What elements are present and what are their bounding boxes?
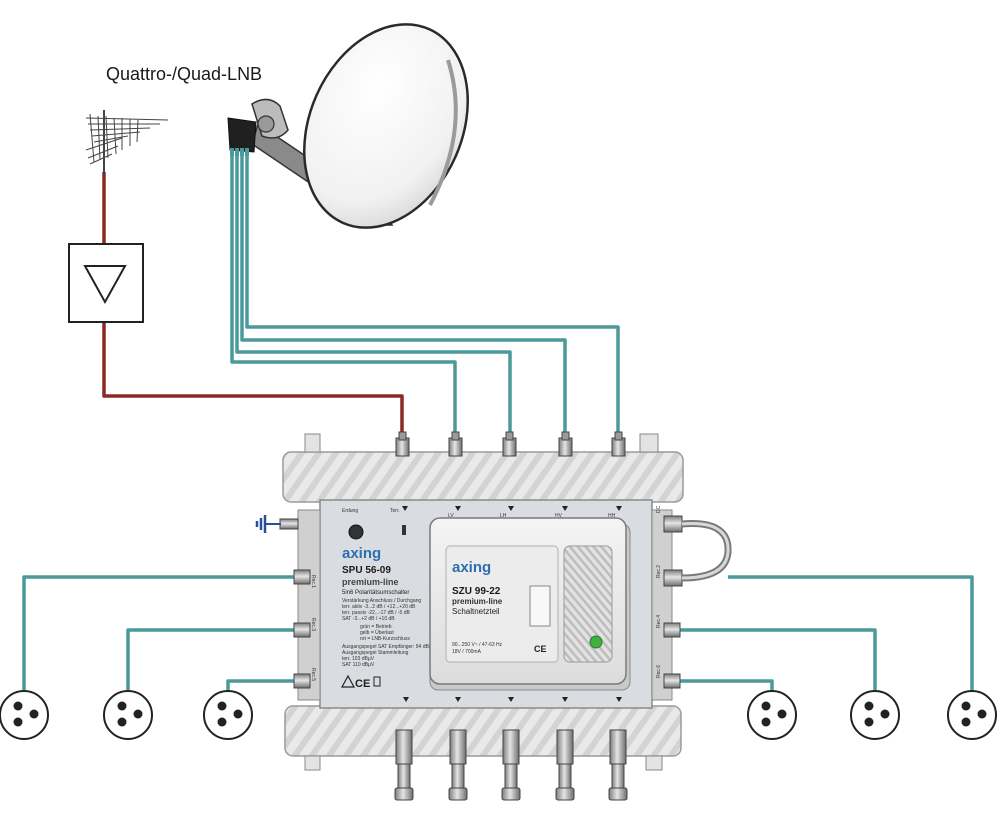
legend-line-2: rot = LNB-Kurzschluss bbox=[360, 636, 410, 642]
cable-lnb-hh bbox=[245, 152, 620, 442]
lnb-label: Quattro-/Quad-LNB bbox=[106, 64, 262, 84]
psu-ce-mark: CE bbox=[534, 644, 547, 654]
f-connector-rec5[interactable] bbox=[293, 673, 311, 689]
f-connector-rec4[interactable] bbox=[663, 622, 681, 638]
f-connector-hv[interactable] bbox=[558, 431, 573, 457]
port-label-rec6: Rec.6 bbox=[656, 665, 662, 678]
trunk-connector-1[interactable] bbox=[394, 729, 414, 801]
multiswitch-subtitle: 5in6 Polaritätsumschalter bbox=[342, 590, 409, 596]
outlet-socket-icon-rec1 bbox=[0, 690, 49, 740]
cable-rec1 bbox=[22, 575, 296, 690]
cable-rec5 bbox=[226, 679, 296, 690]
cable-lnb-lv bbox=[230, 152, 457, 442]
port-label-lv: LV bbox=[448, 513, 454, 519]
trunk-connector-4[interactable] bbox=[555, 729, 575, 801]
input-connectors bbox=[395, 431, 626, 457]
port-label-dc: DC bbox=[656, 505, 662, 513]
cable-lnb-hv bbox=[240, 152, 567, 442]
right-receiver-connectors bbox=[663, 515, 732, 689]
outlet-socket-icon-rec6 bbox=[747, 690, 797, 740]
satellite-dish-icon bbox=[251, 23, 469, 229]
cable-rec6 bbox=[676, 679, 774, 690]
port-label-hh: HH bbox=[608, 513, 616, 519]
output-line-2: terr. 103 dBµV bbox=[342, 656, 375, 662]
cable-rec4 bbox=[676, 628, 877, 690]
f-connector-dc[interactable] bbox=[663, 515, 683, 533]
cable-lnb-lh bbox=[235, 152, 512, 442]
outlet-socket-icon-rec2 bbox=[947, 690, 997, 740]
spec-line-2: terr. passiv -22...-17 dB / -5 dB bbox=[342, 610, 410, 616]
terrestrial-antenna-icon bbox=[85, 110, 169, 175]
quattro-lnb-icon bbox=[227, 117, 257, 156]
trunk-output-connectors bbox=[394, 729, 628, 801]
cable-terrestrial-amp bbox=[102, 322, 404, 442]
port-label-rec2: Rec.2 bbox=[656, 565, 662, 578]
f-connector-rec2[interactable] bbox=[663, 569, 683, 587]
outlet-socket-icon-rec3 bbox=[103, 690, 153, 740]
ground-icon bbox=[255, 515, 299, 533]
gain-knob[interactable] bbox=[348, 524, 364, 540]
psu-rating-2: 18V / 700mA bbox=[452, 649, 482, 655]
f-connector-hh[interactable] bbox=[611, 431, 626, 457]
multiswitch-brand: axing bbox=[342, 545, 381, 562]
psu-symbol-panel bbox=[529, 585, 551, 627]
multiswitch-line: premium-line bbox=[342, 577, 399, 587]
output-line-1: Ausgangspegel Stammleitung bbox=[342, 650, 409, 656]
psu-line: premium-line bbox=[452, 597, 503, 606]
outlet-socket-icon-rec4 bbox=[850, 690, 900, 740]
spec-line-3: SAT -3...+2 dB / +10 dB bbox=[342, 616, 395, 622]
spec-line-1: terr. aktiv -3...2 dB / +12...+20 dB bbox=[342, 604, 416, 610]
port-label-rec1: Rec.1 bbox=[310, 575, 316, 588]
cable-rec3 bbox=[126, 628, 296, 690]
trunk-connector-2[interactable] bbox=[448, 729, 468, 801]
cables bbox=[22, 152, 974, 690]
port-label-ground: Erdung bbox=[342, 508, 358, 514]
port-label-terr: Terr. bbox=[390, 508, 400, 514]
cable-rec2 bbox=[728, 575, 974, 690]
psu-brand: axing bbox=[452, 559, 491, 576]
amplifier-triangle-icon bbox=[83, 265, 127, 305]
legend-line-0: grün = Betrieb bbox=[360, 624, 392, 630]
trunk-connector-3[interactable] bbox=[501, 729, 521, 801]
receiver-outlets bbox=[0, 690, 997, 740]
output-line-3: SAT 110 dBµV bbox=[342, 662, 375, 668]
amplifier-block bbox=[68, 243, 144, 323]
psu-rating-1: 90...250 V~ / 47-63 Hz bbox=[452, 642, 503, 648]
f-connector-lh[interactable] bbox=[502, 431, 517, 457]
trunk-connector-5[interactable] bbox=[608, 729, 628, 801]
input-arrows bbox=[402, 506, 622, 702]
port-label-rec3: Rec.3 bbox=[310, 618, 316, 631]
legend-line-1: gelb = Überlast bbox=[360, 629, 394, 636]
port-label-rec5: Rec.5 bbox=[310, 668, 316, 681]
f-connector-lv[interactable] bbox=[448, 431, 463, 457]
weee-bin-icon bbox=[373, 676, 381, 687]
outlet-socket-icon-rec5 bbox=[203, 690, 253, 740]
psu-subtitle: Schaltnetzteil bbox=[452, 607, 500, 616]
terr-switch[interactable] bbox=[402, 525, 406, 535]
output-line-0: Ausgangspegel SAT Empfänger: 94 dBµV bbox=[342, 644, 436, 650]
power-led bbox=[589, 635, 603, 649]
multiswitch-label: axing SPU 56-09 premium-line 5in6 Polari… bbox=[340, 545, 436, 690]
left-receiver-connectors bbox=[293, 569, 311, 689]
port-label-hv: HV bbox=[555, 513, 563, 519]
f-connector-rec3[interactable] bbox=[293, 622, 311, 638]
multiswitch-model: SPU 56-09 bbox=[342, 565, 391, 576]
port-label-rec4: Rec.4 bbox=[656, 615, 662, 628]
f-connector-rec1[interactable] bbox=[293, 569, 311, 585]
ce-mark: CE bbox=[355, 678, 370, 690]
f-connector-rec6[interactable] bbox=[663, 673, 681, 689]
warning-triangle-icon bbox=[340, 674, 356, 688]
spec-line-0: Verstärkung Anschluss / Durchgang bbox=[342, 598, 421, 604]
power-supply-unit: axing SZU 99-22 premium-line Schaltnetzt… bbox=[429, 517, 631, 691]
port-label-lh: LH bbox=[500, 513, 507, 519]
psu-model: SZU 99-22 bbox=[452, 586, 501, 597]
f-connector-terr[interactable] bbox=[395, 431, 410, 457]
